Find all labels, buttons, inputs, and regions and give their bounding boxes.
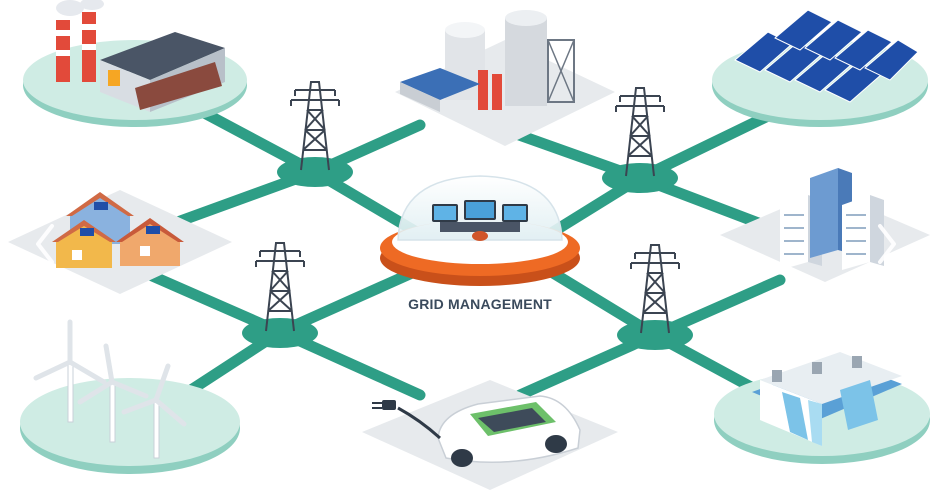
tower-top-right xyxy=(615,87,665,177)
wind-farm-node xyxy=(20,319,240,474)
control-room-icon xyxy=(432,200,528,241)
grid-management-hub xyxy=(380,175,580,286)
chevron-left-icon[interactable] xyxy=(34,222,56,266)
solar-farm-node xyxy=(712,9,928,127)
electric-vehicle-node xyxy=(362,380,618,490)
chevron-right-icon[interactable] xyxy=(876,222,898,266)
factory-node xyxy=(23,0,247,127)
wind-turbine-icon xyxy=(33,319,187,459)
power-plant-node xyxy=(395,10,615,146)
smart-homes-node xyxy=(8,190,232,294)
factory-icon xyxy=(56,0,225,112)
transmission-tower-icon xyxy=(630,244,680,334)
office-buildings-node xyxy=(720,168,930,282)
hydro-dam-node xyxy=(714,352,930,464)
hydro-dam-icon xyxy=(752,352,902,446)
tower-top-left xyxy=(290,81,340,171)
house-icon xyxy=(52,192,184,268)
office-building-icon xyxy=(780,168,884,270)
tower-bottom-left xyxy=(255,242,305,332)
electric-car-icon xyxy=(372,395,581,467)
power-plant-icon xyxy=(400,10,575,112)
transmission-tower-icon xyxy=(615,87,665,177)
junction-hubs xyxy=(242,157,693,350)
solar-panel-icon xyxy=(734,9,919,103)
grid-management-label: GRID MANAGEMENT xyxy=(408,296,552,312)
transmission-tower-icon xyxy=(290,81,340,171)
transmission-tower-icon xyxy=(255,242,305,332)
tower-bottom-right xyxy=(630,244,680,334)
